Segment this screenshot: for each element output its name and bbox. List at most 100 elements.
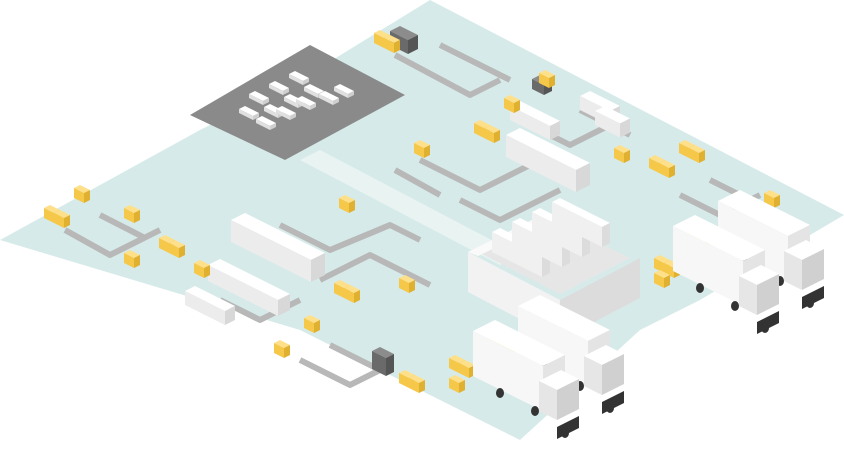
yellow-box-side: [314, 320, 320, 333]
yellow-box: [659, 160, 675, 178]
machine-unit-front: [595, 111, 620, 138]
machine-unit-front: [506, 135, 576, 192]
machine-unit-top: [580, 91, 620, 111]
yellow-box-front: [384, 38, 394, 53]
yellow-box-top: [474, 120, 490, 128]
yellow-box: [689, 145, 705, 163]
yellow-box-top: [679, 140, 695, 148]
truck-wheel: [696, 283, 704, 293]
desk-top: [256, 116, 276, 126]
yellow-box-side: [134, 210, 140, 223]
yellow-box-top: [334, 280, 350, 288]
yellow-box-front: [679, 143, 689, 158]
desk-front: [264, 107, 278, 118]
yellow-box-side: [424, 145, 430, 158]
yellow-box-top: [504, 95, 520, 103]
machine-dark: [372, 347, 394, 376]
yellow-box-top: [764, 190, 780, 198]
yellow-box-front: [649, 158, 659, 173]
yellow-box: [484, 125, 500, 143]
yellow-box-top: [449, 355, 465, 363]
yellow-box: [74, 185, 90, 203]
desk-top: [269, 81, 289, 91]
machine-unit: [510, 101, 560, 140]
yellow-box-side: [354, 290, 360, 303]
yellow-box-front: [474, 123, 484, 138]
yellow-box-front: [614, 148, 624, 163]
machine-dark-top: [372, 347, 394, 358]
yellow-box: [124, 205, 140, 223]
conveyor-belt: [278, 222, 422, 253]
desk-top: [289, 71, 309, 81]
yellow-box-side: [624, 150, 630, 163]
yellow-box-side: [494, 130, 500, 143]
desk-side: [270, 123, 276, 130]
truck-trailer-front: [673, 226, 743, 306]
yellow-box-side: [514, 100, 520, 113]
desk-front: [284, 97, 298, 108]
yellow-box-front: [399, 373, 409, 388]
machine-unit: [595, 106, 630, 138]
truck-trailer-front: [718, 201, 788, 281]
yellow-box: [344, 285, 360, 303]
yellow-box: [339, 195, 355, 213]
shelf-rack-top: [552, 198, 610, 227]
shelf-rack-front: [532, 212, 582, 257]
yellow-box-side: [134, 255, 140, 268]
yellow-box-side: [394, 40, 400, 53]
machine-unit-side: [311, 253, 325, 282]
yellow-box-side: [774, 195, 780, 208]
yellow-box-front: [44, 208, 54, 223]
yellow-box-top: [344, 285, 360, 293]
yellow-box-top: [399, 275, 415, 283]
yellow-box-front: [194, 263, 204, 278]
machine-unit-front: [231, 220, 311, 282]
yellow-box-front: [399, 278, 409, 293]
yellow-box-top: [384, 35, 400, 43]
machine-unit-top: [510, 101, 560, 126]
truck-trailer-top: [673, 215, 765, 261]
yellow-box-side: [84, 190, 90, 203]
yellow-box-side: [699, 150, 705, 163]
truck-wheel: [496, 388, 504, 398]
desk-side: [290, 113, 296, 120]
truck-cab-side: [757, 274, 779, 315]
desk: [256, 116, 276, 130]
yellow-box-front: [124, 208, 134, 223]
truck-trailer-top: [718, 190, 810, 236]
aisle: [300, 150, 520, 265]
desk-top: [239, 106, 259, 116]
yellow-box-top: [459, 360, 475, 368]
yellow-box-top: [539, 70, 555, 78]
desk-front: [256, 119, 270, 130]
yellow-box-front: [339, 198, 349, 213]
yellow-box: [194, 260, 210, 278]
shelf-rack-side: [602, 223, 610, 247]
yellow-box: [539, 70, 555, 88]
yellow-box-top: [124, 205, 140, 213]
machine-unit: [185, 286, 235, 325]
truck-cab-side: [802, 249, 824, 290]
desk: [239, 106, 259, 120]
yellow-box-front: [654, 273, 664, 288]
office-desks: [239, 71, 354, 130]
truck-trailer-top: [518, 295, 610, 341]
machine-unit-side: [225, 306, 235, 325]
yellow-box-side: [419, 380, 425, 393]
shelf-rack-front: [512, 222, 562, 267]
desk-side: [303, 78, 309, 85]
machine-dark-front: [372, 351, 386, 376]
yellow-box-side: [459, 380, 465, 393]
machine-unit: [231, 213, 325, 282]
truck: [673, 215, 779, 334]
yellow-box-top: [374, 30, 390, 38]
conveyor-belt: [458, 187, 562, 223]
machine-unit-top: [185, 286, 235, 311]
yellow-box-top: [449, 375, 465, 383]
desk-front: [289, 74, 303, 85]
yellow-box: [504, 95, 520, 113]
desk-side: [263, 98, 269, 105]
yellow-box-front: [409, 378, 419, 393]
desk-front: [319, 94, 333, 105]
desk-side: [253, 113, 259, 120]
